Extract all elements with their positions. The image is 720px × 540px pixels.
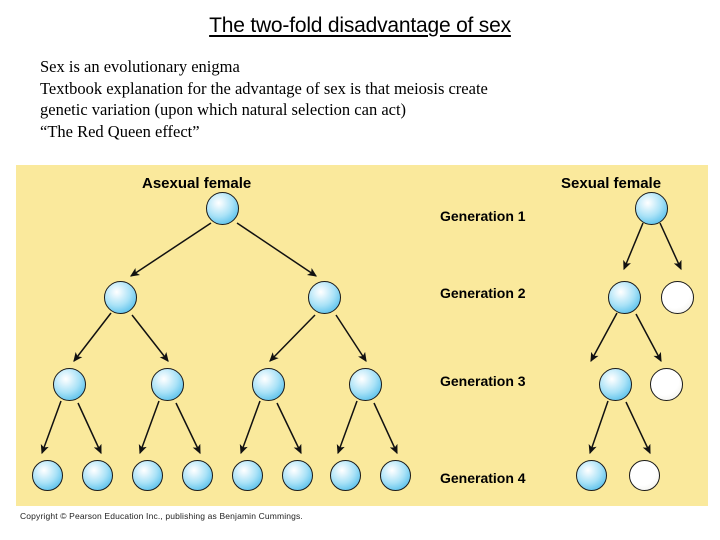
asexual-gen4-female-6: [282, 460, 313, 491]
figure-inner: Asexual female Sexual female Generation …: [16, 165, 708, 506]
copyright-notice: Copyright © Pearson Education Inc., publ…: [20, 511, 303, 521]
body-text-block: Sex is an evolutionary enigma Textbook e…: [40, 56, 680, 142]
generation-label-4: Generation 4: [440, 470, 526, 486]
generation-label-3: Generation 3: [440, 373, 526, 389]
asexual-gen4-female-5: [232, 460, 263, 491]
sexual-gen3-female-1: [599, 368, 632, 401]
asexual-gen4-female-3: [132, 460, 163, 491]
asexual-gen3-female-3: [252, 368, 285, 401]
asexual-gen3-female-2: [151, 368, 184, 401]
lineage-arrows: [40, 222, 682, 455]
page-title-text: The two-fold disadvantage of sex: [209, 14, 511, 37]
generation-label-2: Generation 2: [440, 285, 526, 301]
sexual-gen2-female-1: [608, 281, 641, 314]
body-line-4: “The Red Queen effect”: [40, 121, 200, 141]
sexual-gen2-male-1: [661, 281, 694, 314]
sexual-gen3-male-1: [650, 368, 683, 401]
body-line-3: genetic variation (upon which natural se…: [40, 100, 407, 119]
asexual-gen4-female-4: [182, 460, 213, 491]
sexual-female-heading: Sexual female: [561, 175, 662, 192]
asexual-female-heading: Asexual female: [142, 175, 252, 192]
sexual-gen4-female-1: [576, 460, 607, 491]
asexual-gen2-female-2: [308, 281, 341, 314]
page-title: The two-fold disadvantage of sex: [0, 14, 720, 38]
asexual-gen2-female-1: [104, 281, 137, 314]
generation-label-1: Generation 1: [440, 208, 526, 224]
asexual-gen4-female-8: [380, 460, 411, 491]
asexual-gen3-female-1: [53, 368, 86, 401]
body-line-2: Textbook explanation for the advantage o…: [40, 78, 488, 98]
asexual-gen1-female-1: [206, 192, 239, 225]
asexual-gen4-female-1: [32, 460, 63, 491]
sexual-gen1-female-1: [635, 192, 668, 225]
body-line-1: Sex is an evolutionary enigma: [40, 57, 240, 76]
asexual-gen4-female-7: [330, 460, 361, 491]
asexual-gen4-female-2: [82, 460, 113, 491]
sexual-gen4-male-1: [629, 460, 660, 491]
asexual-gen3-female-4: [349, 368, 382, 401]
figure-panel: Asexual female Sexual female Generation …: [16, 165, 708, 506]
